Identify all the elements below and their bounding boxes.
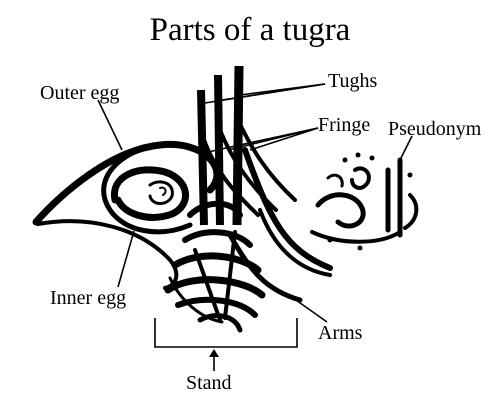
label-inner-egg: Inner egg — [50, 287, 127, 309]
leader-inner-egg — [117, 230, 135, 288]
leader-fringe-3 — [249, 127, 319, 151]
leader-tughs-3 — [239, 83, 326, 96]
label-tughs: Tughs — [328, 70, 378, 92]
leader-pseudonym — [397, 135, 413, 165]
label-outer-egg: Outer egg — [40, 82, 120, 104]
leader-lines — [97, 83, 413, 371]
stand-arrowhead — [209, 349, 219, 357]
diagram-title: Parts of a tugra — [149, 12, 351, 48]
label-stand: Stand — [186, 372, 232, 394]
label-pseudonym: Pseudonym — [388, 118, 482, 140]
stand-bracket — [154, 318, 298, 348]
leader-fringe-2 — [227, 127, 319, 151]
leader-outer-egg — [97, 99, 123, 151]
label-arms: Arms — [318, 322, 363, 344]
inner-egg-shape — [111, 166, 190, 221]
label-fringe: Fringe — [318, 114, 371, 136]
leader-arms — [285, 292, 328, 323]
pseudonym-calligraphy — [310, 152, 419, 251]
stand-calligraphy — [164, 200, 266, 333]
